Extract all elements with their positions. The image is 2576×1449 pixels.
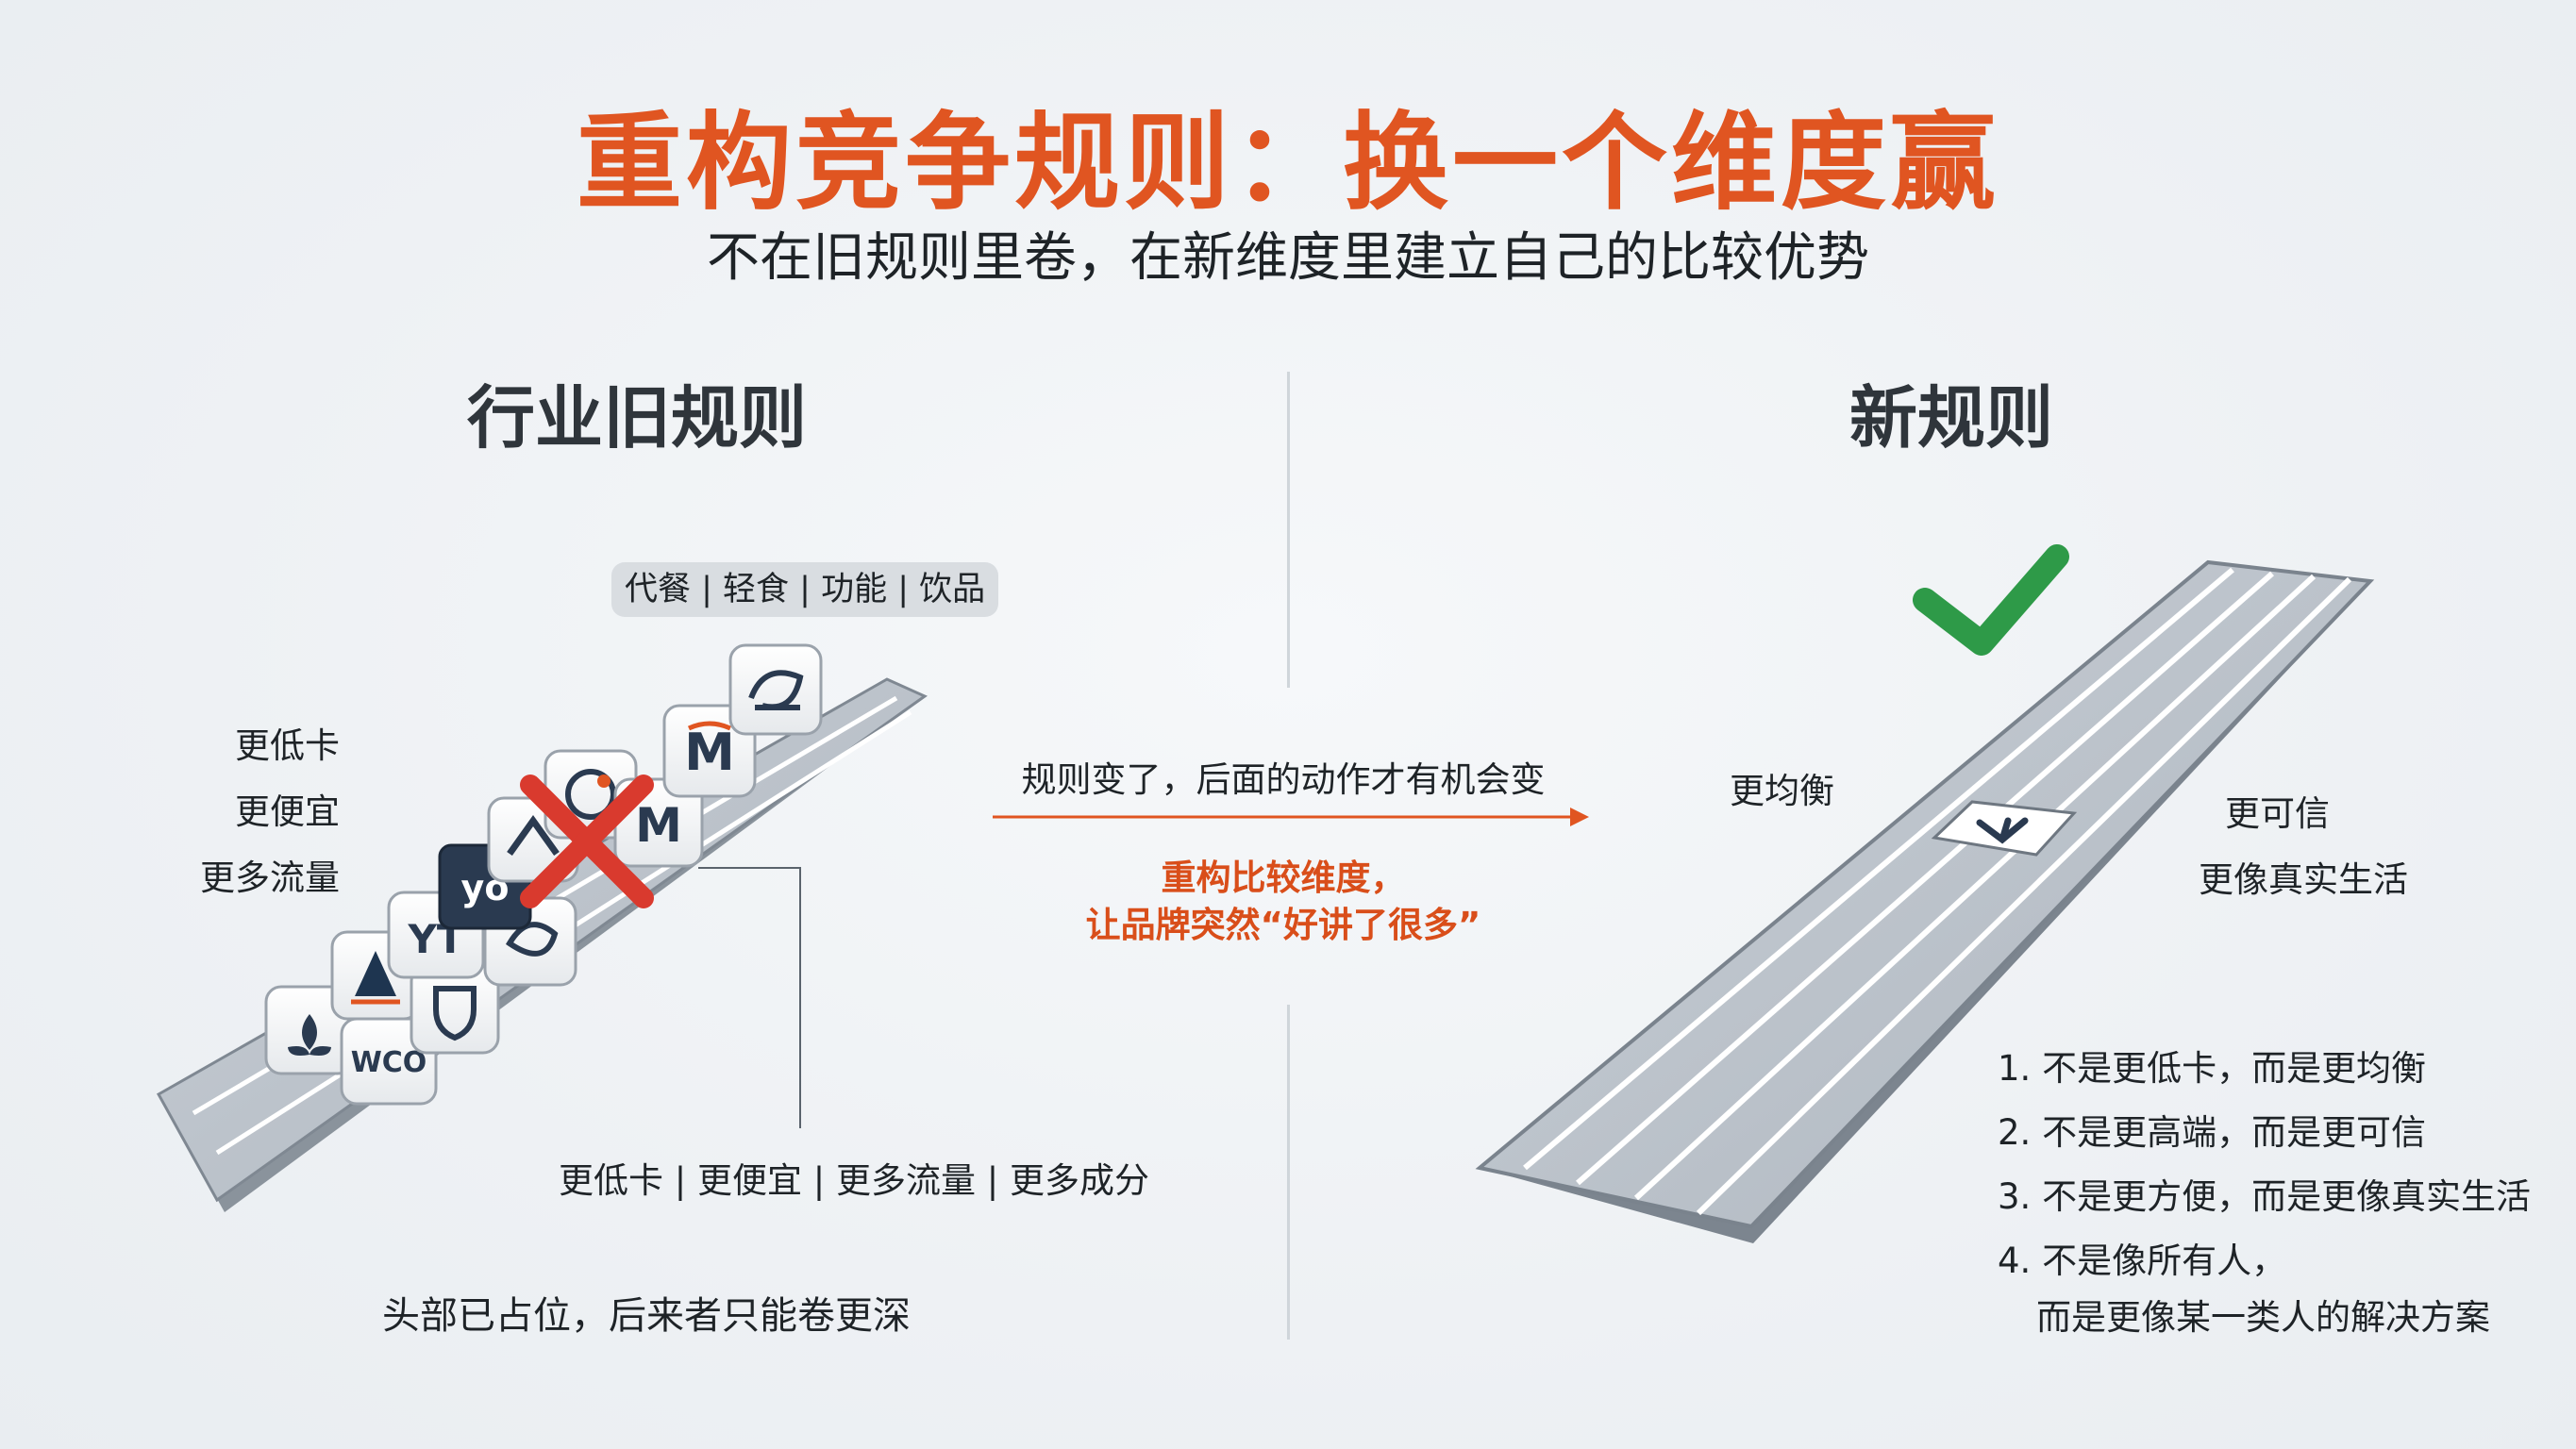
tag-low-calorie: 更低卡 [235, 725, 340, 766]
connector-line [698, 867, 801, 1128]
cross-icon [520, 774, 654, 908]
highlight-line-2: 让品牌突然“好讲了很多” [1085, 905, 1481, 945]
page-title: 重构竞争规则：换一个维度赢 [577, 102, 1999, 225]
left-caption: 头部已占位，后来者只能卷更深 [382, 1294, 911, 1338]
divider-top [1287, 372, 1290, 688]
label-trustworthy: 更可信 [2225, 793, 2330, 834]
category-pill: 代餐 | 轻食 | 功能 | 饮品 [611, 562, 999, 617]
list-item: 3. 不是更方便，而是更像真实生活 [1998, 1176, 2532, 1217]
list-item: 1. 不是更低卡，而是更均衡 [1998, 1048, 2427, 1089]
shield-cup-icon [410, 964, 500, 1055]
list-item: 而是更像某一类人的解决方案 [2036, 1297, 2490, 1338]
divider-bottom [1287, 1005, 1290, 1340]
bottom-tags: 更低卡 | 更便宜 | 更多流量 | 更多成分 [559, 1160, 1149, 1201]
list-item: 2. 不是更高端，而是更可信 [1998, 1112, 2427, 1153]
highlight-line-1: 重构比较维度， [1161, 858, 1406, 898]
new-track [1475, 559, 2375, 1243]
label-balanced: 更均衡 [1730, 771, 1834, 811]
check-icon [1913, 544, 2069, 656]
page-subtitle: 不在旧规则里卷，在新维度里建立自己的比较优势 [707, 227, 1869, 289]
wave-icon [728, 643, 823, 736]
arrow-right-icon [993, 808, 1589, 826]
new-rules-heading: 新规则 [1849, 378, 2054, 458]
arrow-label: 规则变了，后面的动作才有机会变 [1021, 759, 1546, 800]
svg-text:M: M [635, 798, 682, 853]
svg-text:WCO: WCO [351, 1046, 427, 1079]
tag-more-traffic: 更多流量 [200, 858, 340, 898]
old-rules-heading: 行业旧规则 [467, 378, 808, 458]
app-icon-leaf [264, 985, 355, 1075]
brand-icon [1931, 800, 2078, 857]
list-item: 4. 不是像所有人， [1998, 1241, 2287, 1281]
svg-text:M: M [684, 723, 735, 782]
tag-cheaper: 更便宜 [235, 791, 340, 832]
label-real-life: 更像真实生活 [2199, 859, 2408, 900]
